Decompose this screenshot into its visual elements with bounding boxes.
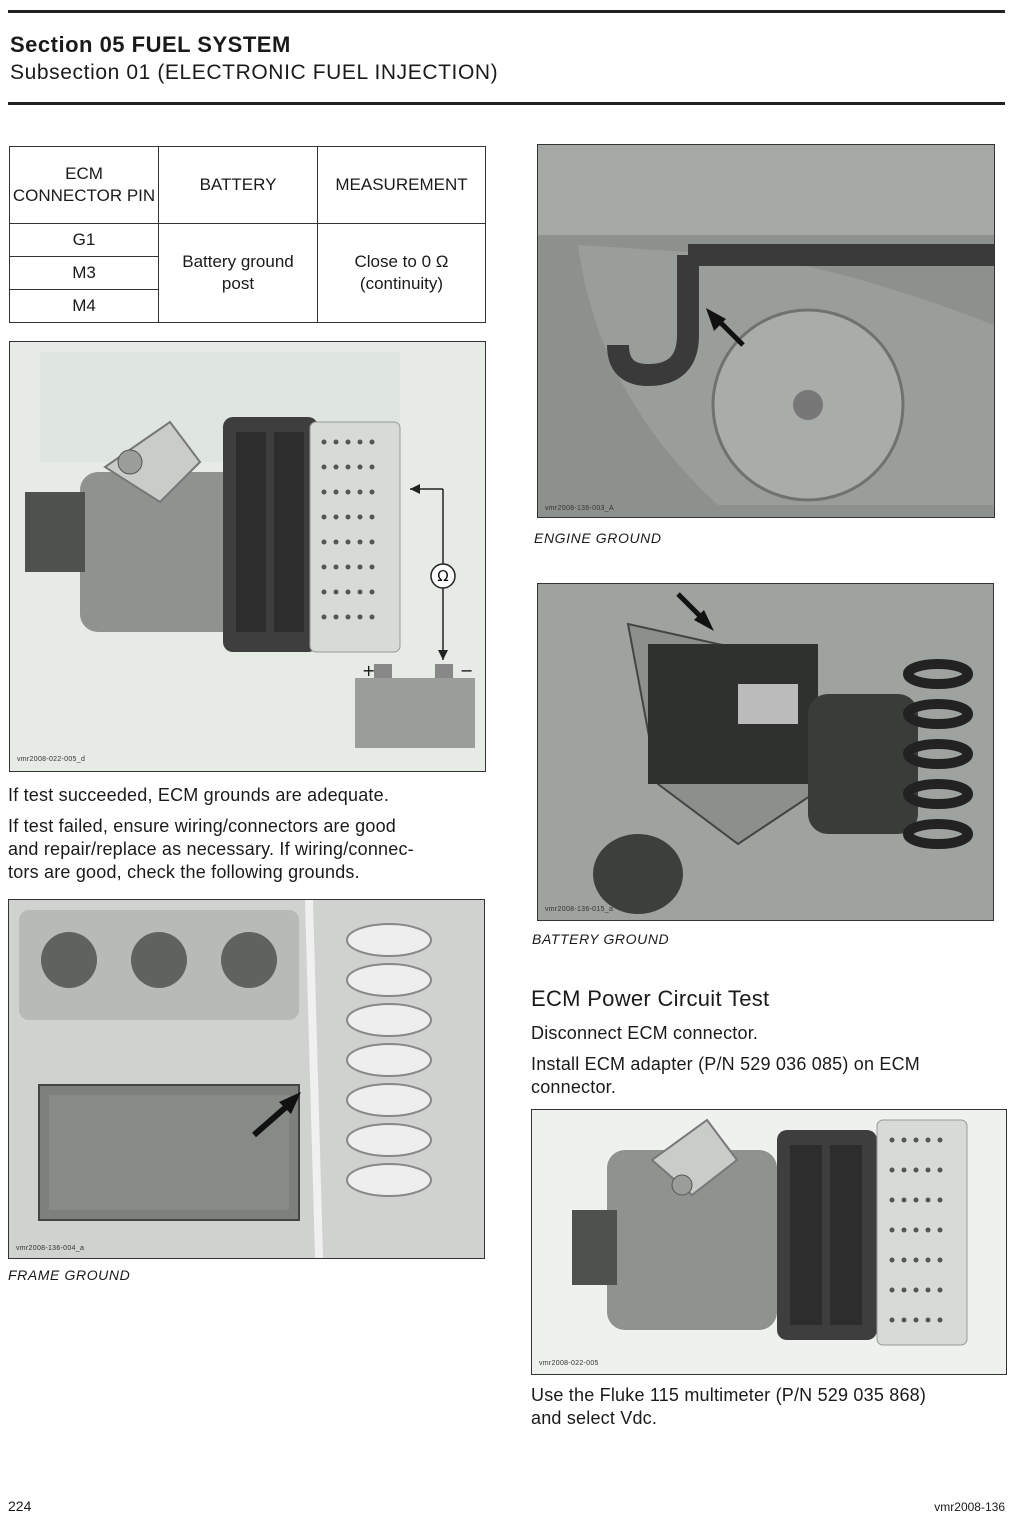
frame-ground-photo <box>9 900 484 1258</box>
test-failed-paragraph: If test failed, ensure wiring/connectors… <box>8 816 414 882</box>
pin-cell: M3 <box>9 256 159 290</box>
test-succeeded-paragraph: If test succeeded, ECM grounds are adequ… <box>8 785 390 805</box>
header-rule-top <box>8 10 1005 13</box>
col-header-measurement: MEASUREMENT <box>317 146 486 224</box>
header-rule-bottom <box>8 102 1005 105</box>
engine-ground-caption: ENGINE GROUND <box>534 530 662 546</box>
figure-code: vmr2008-136-015_a <box>545 906 614 913</box>
power-circuit-heading: ECM Power Circuit Test <box>531 986 770 1011</box>
pin-cell: M4 <box>9 289 159 323</box>
col-header-battery: BATTERY <box>158 146 318 224</box>
ecm-adapter-figure: vmr2008-022-005 <box>531 1109 1007 1375</box>
figure-code: vmr2008-022-005 <box>539 1360 599 1367</box>
engine-ground-figure: vmr2008-136-003_A <box>537 144 995 518</box>
figure-code: vmr2008-136-004_a <box>16 1245 85 1252</box>
disconnect-paragraph: Disconnect ECM connector. <box>531 1023 759 1043</box>
ecm-adapter-photo <box>532 1110 1006 1374</box>
battery-minus-sign: − <box>460 661 473 680</box>
battery-ground-photo <box>538 584 993 920</box>
frame-ground-figure: vmr2008-136-004_a <box>8 899 485 1259</box>
multimeter-paragraph: Use the Fluke 115 multimeter (P/N 529 03… <box>531 1385 927 1428</box>
battery-ground-figure: vmr2008-136-015_a <box>537 583 994 921</box>
measurement-cell: Close to 0 Ω (continuity) <box>317 223 486 323</box>
battery-plus-sign: + <box>362 661 375 680</box>
subsection-title: Subsection 01 (ELECTRONIC FUEL INJECTION… <box>10 61 499 84</box>
pin-cell: G1 <box>9 223 159 257</box>
document-code: vmr2008-136 <box>934 1500 1005 1514</box>
install-adapter-paragraph: Install ECM adapter (P/N 529 036 085) on… <box>531 1054 920 1097</box>
figure-code: vmr2008-022-005_d <box>17 756 86 763</box>
figure-code: vmr2008-136-003_A <box>545 505 614 512</box>
frame-ground-caption: FRAME GROUND <box>8 1267 131 1283</box>
page-number: 224 <box>8 1498 32 1514</box>
ecm-continuity-figure: Ω + − vmr2008-022-005_d <box>9 341 486 772</box>
battery-cell: Battery ground post <box>158 223 318 323</box>
section-title: Section 05 FUEL SYSTEM <box>10 32 291 57</box>
ohm-symbol: Ω <box>437 567 448 585</box>
battery-ground-caption: BATTERY GROUND <box>532 931 670 947</box>
col-header-pin: ECM CONNECTOR PIN <box>9 146 159 224</box>
engine-ground-photo <box>538 145 994 517</box>
ecm-ground-table: ECM CONNECTOR PIN BATTERY MEASUREMENT G1… <box>9 146 486 323</box>
ecm-continuity-illustration: Ω + − <box>10 342 485 771</box>
